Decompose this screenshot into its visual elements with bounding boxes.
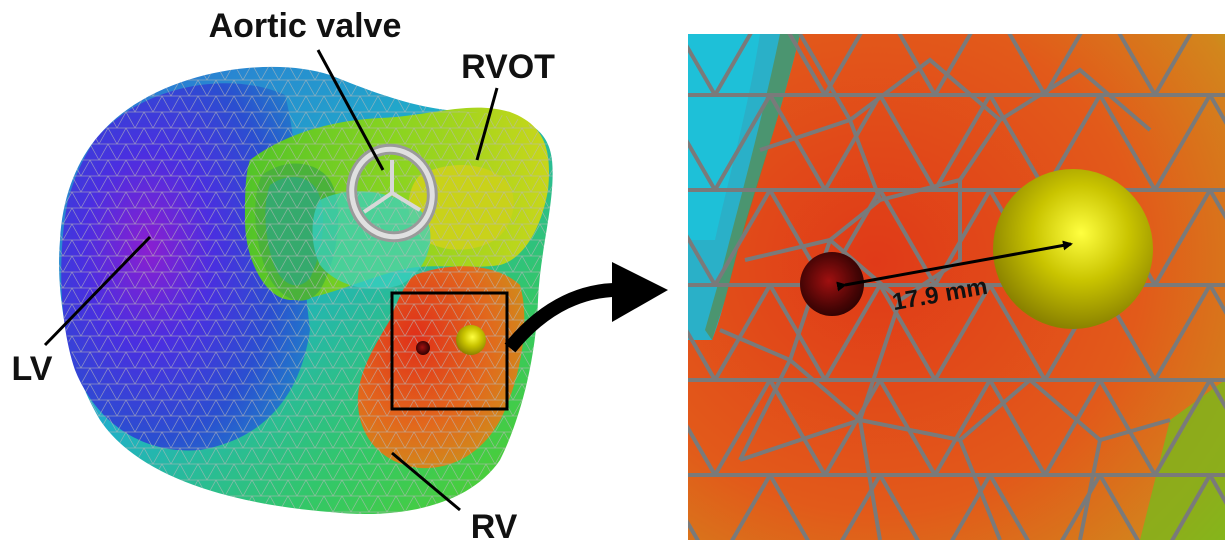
rv-label: RV <box>471 508 518 545</box>
yellow-marker-small <box>456 325 486 355</box>
rvot-leader <box>475 87 499 161</box>
rv-leader <box>391 451 461 512</box>
aortic-valve-leader <box>316 49 385 171</box>
lv-leader <box>43 235 152 347</box>
aortic-valve-label: Aortic valve <box>209 7 402 45</box>
rvot-label: RVOT <box>461 48 555 86</box>
zoom-box <box>390 291 509 411</box>
dark-red-marker-small <box>416 341 430 355</box>
zoom-arrow <box>504 262 668 353</box>
aortic-valve-ring <box>346 143 438 243</box>
yellow-marker <box>993 169 1153 329</box>
lv-label: LV <box>12 350 53 388</box>
zoom-panel: 17.9 mm <box>688 34 1225 540</box>
heart-model <box>59 66 553 515</box>
distance-arrow <box>836 240 1073 292</box>
